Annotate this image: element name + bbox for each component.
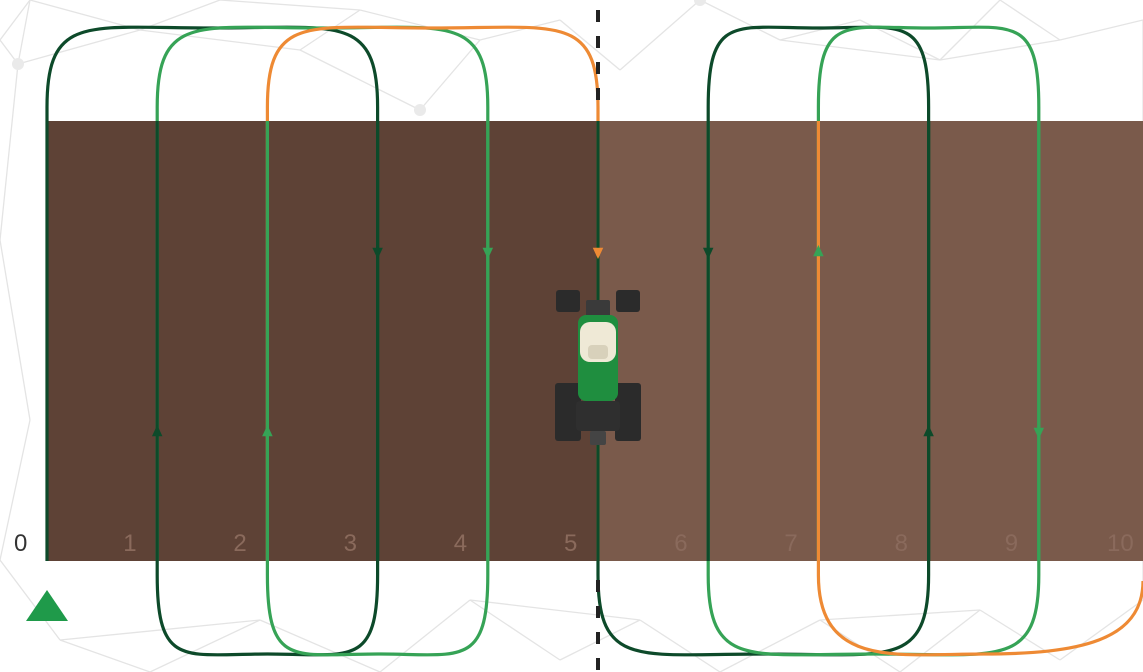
- mesh-node: [12, 58, 24, 70]
- start-triangle: [26, 590, 68, 621]
- lane-number-label: 7: [784, 530, 797, 557]
- lane-number-label: 4: [454, 530, 467, 557]
- tractor-rear-left-tire: [555, 383, 581, 441]
- mesh-line: [719, 619, 821, 672]
- mesh-line: [939, 0, 1001, 61]
- mesh-line: [899, 609, 981, 672]
- mesh-line: [1059, 599, 1143, 661]
- mesh-line: [559, 19, 621, 71]
- tractor-rear-hitch: [576, 401, 620, 431]
- mesh-line: [419, 39, 481, 111]
- mesh-line: [149, 619, 261, 672]
- direction-arrows: [151, 245, 1045, 439]
- arrow-down-lane-4: [482, 247, 494, 259]
- field-unworked-area: [598, 121, 1143, 561]
- tractor-cab-detail: [588, 345, 608, 359]
- mesh-line: [619, 0, 701, 71]
- field-worked-area: [47, 121, 598, 561]
- tractor-drawbar: [590, 431, 606, 445]
- mesh-line: [699, 0, 781, 41]
- tractor-rear-right-tire: [615, 383, 641, 441]
- mesh-line: [0, 239, 31, 421]
- path-headland-turn-2-5: [265, 25, 600, 561]
- tractor-icon: [555, 290, 641, 445]
- arrow-down-lane-6: [702, 247, 714, 259]
- start-triangle-icon: [26, 590, 68, 621]
- path-headland-turn-7-out: [816, 121, 1143, 657]
- path-headland-turn-2-4: [265, 121, 490, 657]
- mesh-node: [694, 0, 706, 6]
- mesh-line: [999, 0, 1061, 41]
- path-headland-turn-1-3: [155, 121, 380, 657]
- lane-number-label: 3: [344, 530, 357, 557]
- arrow-up-lane-2: [262, 425, 273, 437]
- guidance-paths: [45, 25, 1143, 657]
- mesh-line: [779, 39, 941, 61]
- mesh-line: [219, 0, 361, 11]
- mesh-line: [0, 0, 31, 41]
- mesh-line: [139, 0, 221, 31]
- mesh-line: [379, 599, 471, 672]
- lane-number-label: 10: [1107, 530, 1134, 557]
- mesh-line: [639, 619, 721, 672]
- arrow-down-lane-9: [1033, 427, 1045, 439]
- mesh-line: [0, 63, 19, 241]
- arrow-down-lane-3: [372, 247, 383, 259]
- mesh-line: [59, 619, 261, 641]
- lane-number-label: 8: [895, 530, 908, 557]
- lane-number-label: 5: [564, 530, 577, 557]
- lane-number-label: 0: [14, 530, 27, 557]
- path-headland-turn-6-9: [706, 121, 1041, 657]
- mesh-line: [779, 19, 861, 41]
- mesh-line: [59, 639, 151, 672]
- mesh-line: [1059, 19, 1143, 41]
- lane-number-label: 9: [1005, 530, 1018, 557]
- mesh-node: [414, 104, 426, 116]
- field: [47, 121, 1143, 561]
- lane-labels: 0 1 2 3 4 5 6 7 8 9 10: [14, 530, 1134, 557]
- lane-number-label: 6: [674, 530, 687, 557]
- path-headland-turn-7-9: [816, 25, 1041, 561]
- mesh-line: [819, 609, 981, 621]
- mesh-line: [259, 619, 381, 672]
- arrow-down-lane-5: [592, 247, 604, 259]
- mesh-line: [17, 0, 31, 65]
- mesh-line: [0, 559, 61, 641]
- mesh-line: [0, 419, 31, 561]
- tractor-front-right-tire: [616, 290, 640, 312]
- mesh-line: [299, 49, 421, 111]
- mesh-line: [939, 39, 1061, 61]
- lane-number-label: 1: [123, 530, 136, 557]
- mesh-line: [29, 0, 141, 31]
- mesh-line: [479, 19, 561, 41]
- arrow-up-lane-1: [151, 425, 163, 437]
- tractor-front-left-tire: [556, 290, 580, 312]
- path-headland-turn-6-8: [706, 25, 931, 561]
- lane-number-label: 2: [233, 530, 246, 557]
- mesh-line: [139, 29, 301, 51]
- arrow-up-lane-7: [813, 245, 824, 257]
- mesh-line: [17, 29, 141, 65]
- mesh-line: [469, 599, 641, 621]
- arrow-up-lane-8: [923, 425, 934, 437]
